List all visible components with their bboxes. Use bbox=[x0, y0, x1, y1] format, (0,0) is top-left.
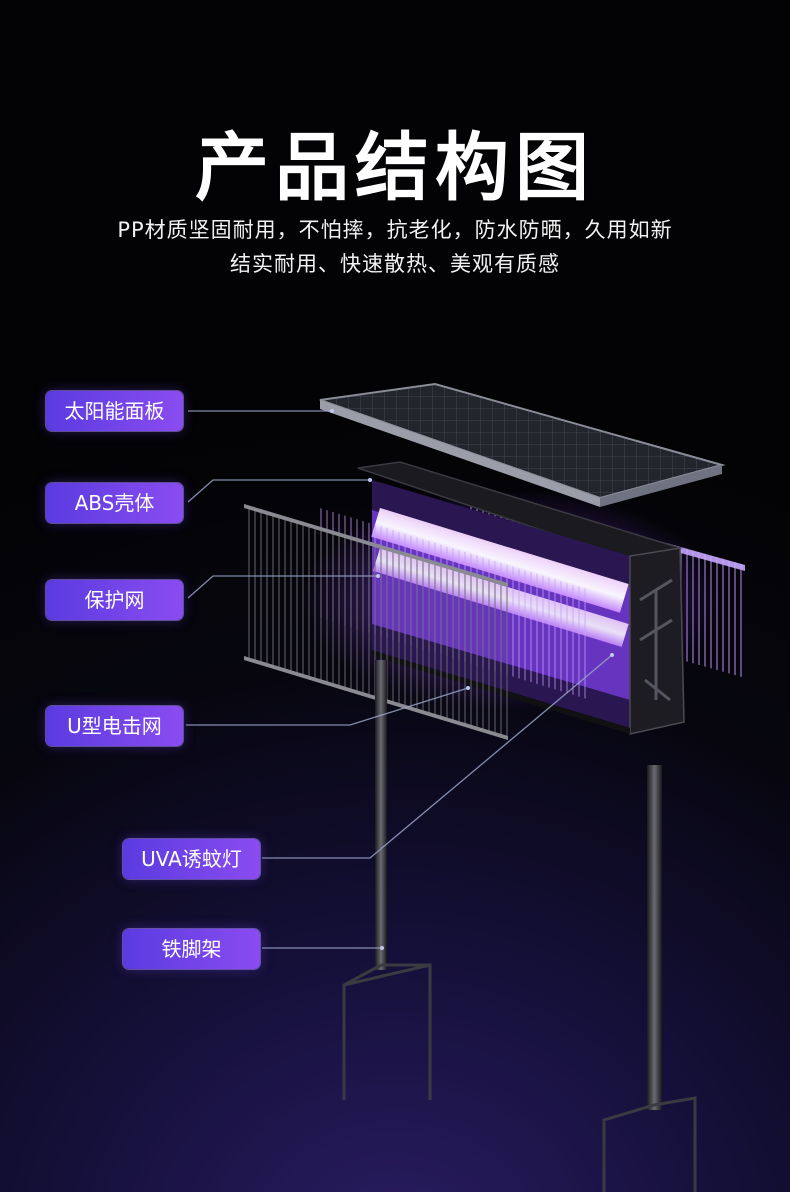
solar-panel-graphic bbox=[319, 382, 726, 507]
page-title: 产品结构图 bbox=[195, 125, 595, 211]
left-stand-graphic bbox=[342, 660, 432, 1100]
subtitle-line-2: 结实耐用、快速散热、美观有质感 bbox=[230, 252, 560, 276]
label-solar-panel: 太阳能面板 bbox=[46, 391, 183, 431]
label-uva-lamp: UVA诱蚊灯 bbox=[123, 839, 260, 879]
subtitle-line-1: PP材质坚固耐用，不怕摔，抗老化，防水防晒，久用如新 bbox=[117, 218, 673, 242]
label-u-grid: U型电击网 bbox=[46, 706, 183, 746]
label-iron-stand: 铁脚架 bbox=[123, 929, 260, 969]
label-protective-net: 保护网 bbox=[46, 580, 183, 620]
right-stand-graphic bbox=[602, 765, 697, 1192]
callout-lines bbox=[186, 410, 613, 949]
label-abs-shell: ABS壳体 bbox=[46, 483, 183, 523]
